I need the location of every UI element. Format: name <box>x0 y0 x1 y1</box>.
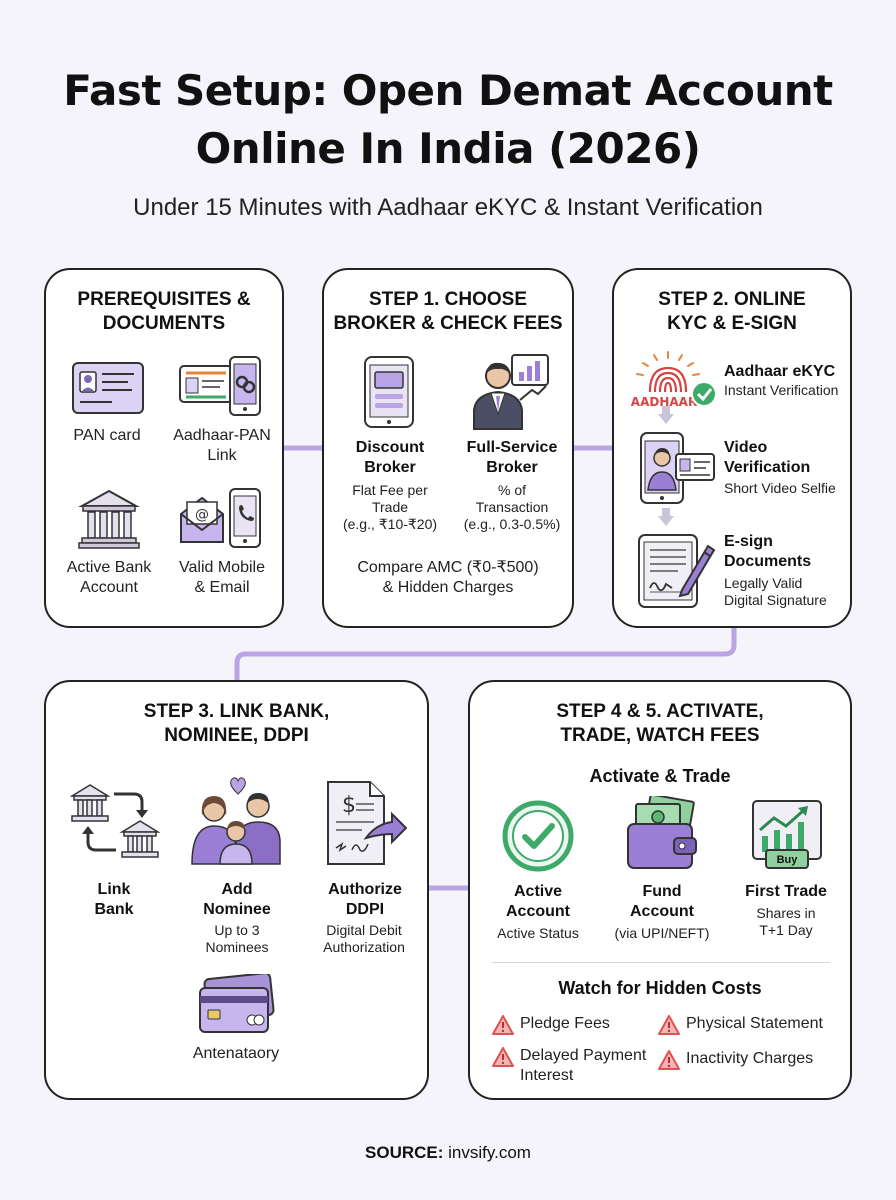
trade-chart-icon: Buy <box>752 800 822 869</box>
card-icon <box>199 974 275 1033</box>
antenataory-label: Antenataory <box>192 1045 280 1062</box>
mobile-app-icon <box>364 356 414 428</box>
section-divider <box>492 962 830 963</box>
pan-card-icon <box>72 362 144 414</box>
discount-broker-name: Discount Broker <box>355 439 425 476</box>
link-bank-icon <box>70 784 160 858</box>
connector-step2-step3 <box>234 627 737 681</box>
kyc-item-video-sub: Short Video Selfie <box>724 480 836 496</box>
warning-icon <box>658 1050 680 1070</box>
first-trade-desc: Shares in T+1 Day <box>756 905 816 938</box>
svg-text:$: $ <box>342 793 356 818</box>
source-link[interactable]: invsify.com <box>448 1143 531 1162</box>
active-account-label: Active Account <box>506 883 570 920</box>
fullservice-broker-name: Full-Service Broker <box>466 439 558 476</box>
prereq-item-pan: PAN card <box>73 427 141 444</box>
ddpi-document-icon: $ <box>327 781 408 865</box>
first-trade-label: First Trade <box>745 883 827 900</box>
step1-card: STEP 1. CHOOSE BROKER & CHECK FEES Disco… <box>322 268 574 628</box>
kyc-item-aadhaar-title: Aadhaar eKYC <box>724 363 836 380</box>
compare-charges-note: Compare AMC (₹0-₹500) & Hidden Charges <box>357 559 539 596</box>
warning-icon <box>658 1015 680 1035</box>
esign-tablet-icon <box>638 534 716 608</box>
step4-card: STEP 4 & 5. ACTIVATE, TRADE, WATCH FEES … <box>468 680 852 1100</box>
prerequisites-title: PREREQUISITES & DOCUMENTS <box>77 289 251 334</box>
bank-icon <box>78 489 140 549</box>
activate-trade-heading: Activate & Trade <box>589 766 731 786</box>
page-subtitle: Under 15 Minutes with Aadhaar eKYC & Ins… <box>133 194 763 221</box>
fund-account-desc: (via UPI/NEFT) <box>614 925 710 941</box>
step1-title: STEP 1. CHOOSE BROKER & CHECK FEES <box>333 289 563 334</box>
video-verification-icon <box>640 432 715 504</box>
step3-title: STEP 3. LINK BANK, NOMINEE, DDPI <box>143 701 330 746</box>
hidden-costs-heading: Watch for Hidden Costs <box>558 978 762 998</box>
step2-card: STEP 2. ONLINE KYC & E-SIGN AADHAAR Aadh… <box>612 268 852 628</box>
kyc-item-esign-title: E-sign Documents <box>724 533 812 570</box>
source-footer: SOURCE: invsify.com <box>0 1143 896 1163</box>
authorize-ddpi-desc: Digital Debit Authorization <box>323 922 405 955</box>
aadhaar-logo-text: AADHAAR <box>631 395 697 409</box>
prereq-item-bank: Active Bank Account <box>66 559 152 596</box>
source-label: SOURCE: <box>365 1143 444 1162</box>
link-bank-label: Link Bank <box>94 881 134 918</box>
arrow-down-icon <box>658 508 674 526</box>
aadhaar-fingerprint-icon: AADHAAR <box>631 351 717 409</box>
fullservice-broker-desc: % of Transaction (e.g., 0.3-0.5%) <box>463 482 561 532</box>
discount-broker-desc: Flat Fee per Trade (e.g., ₹10-₹20) <box>342 482 438 532</box>
advisor-icon <box>473 354 549 430</box>
step2-title: STEP 2. ONLINE KYC & E-SIGN <box>658 289 806 334</box>
check-circle-icon <box>502 800 574 872</box>
prereq-item-mobile-email: Valid Mobile & Email <box>179 559 265 596</box>
page-title: Fast Setup: Open Demat Account Online In… <box>63 66 833 173</box>
kyc-item-esign-sub: Legally Valid Digital Signature <box>724 575 827 608</box>
aadhaar-pan-link-icon <box>179 356 261 416</box>
kyc-item-video-title: Video Verification <box>724 439 811 476</box>
family-nominee-icon <box>191 777 281 865</box>
svg-text:@: @ <box>195 507 209 523</box>
wallet-icon <box>627 796 697 869</box>
fund-account-label: Fund Account <box>630 883 694 920</box>
warning-icon <box>492 1047 514 1067</box>
authorize-ddpi-label: Authorize DDPI <box>328 881 402 918</box>
active-account-desc: Active Status <box>497 925 579 941</box>
mobile-email-icon: @ <box>180 488 261 548</box>
arrow-down-icon <box>658 406 674 424</box>
prereq-item-aadhaar-pan: Aadhaar-PAN Link <box>173 427 271 464</box>
warning-icon <box>492 1015 514 1035</box>
step3-card: STEP 3. LINK BANK, NOMINEE, DDPI Link Ba… <box>44 680 429 1100</box>
kyc-item-aadhaar-sub: Instant Verification <box>724 382 839 398</box>
prerequisites-card: PREREQUISITES & DOCUMENTS PAN card <box>44 268 284 628</box>
step4-title: STEP 4 & 5. ACTIVATE, TRADE, WATCH FEES <box>556 701 764 746</box>
add-nominee-label: Add Nominee <box>203 881 271 918</box>
buy-button-label: Buy <box>777 854 799 866</box>
add-nominee-desc: Up to 3 Nominees <box>205 922 269 955</box>
